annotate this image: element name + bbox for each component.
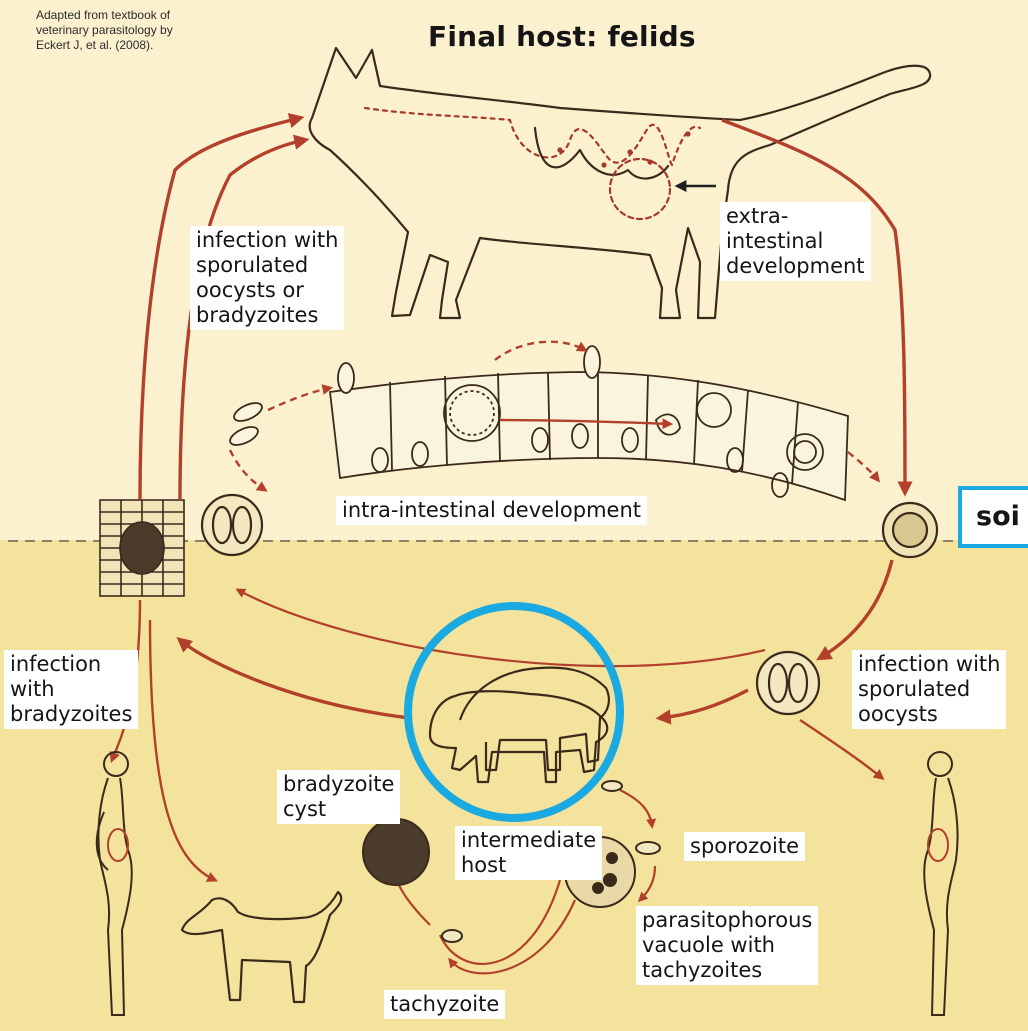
- oocyst-sporulated-right: [757, 652, 819, 714]
- label-intermediate-host: intermediate host: [455, 826, 602, 880]
- oocyst-unsporulated: [883, 503, 937, 557]
- label-extra-intestinal: extra- intestinal development: [720, 202, 871, 281]
- lower-zone: [0, 540, 1028, 1031]
- label-infection-bradyzoites: infection with bradyzoites: [4, 650, 138, 729]
- label-sporozoite: sporozoite: [684, 832, 805, 861]
- page-title: Final host: felids: [428, 20, 696, 53]
- soil-label: soi: [958, 486, 1028, 548]
- label-infection-sporulated: infection with sporulated oocysts: [852, 650, 1006, 729]
- oocyst-sporulated-left: [202, 495, 262, 555]
- label-parasitophorous-vacuole: parasitophorous vacuole with tachyzoites: [636, 906, 818, 985]
- label-intra-intestinal: intra-intestinal development: [336, 496, 647, 525]
- label-infection-sporulated-or-bradyzoites: infection with sporulated oocysts or bra…: [190, 226, 344, 330]
- label-tachyzoite: tachyzoite: [384, 990, 505, 1019]
- muscle-tissue: [100, 500, 184, 596]
- source-credit: Adapted from textbook of veterinary para…: [36, 8, 276, 53]
- label-bradyzoite-cyst: bradyzoite cyst: [277, 770, 400, 824]
